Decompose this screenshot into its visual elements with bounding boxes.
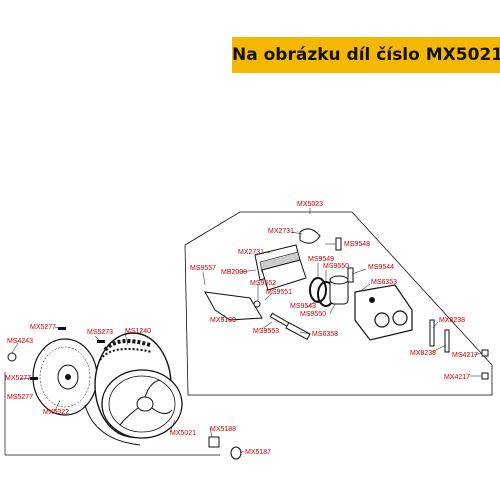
bolt-part bbox=[97, 340, 105, 343]
wheel-rim bbox=[84, 369, 183, 446]
label-mx2731-b: MX2731 bbox=[238, 249, 264, 256]
bolt-part bbox=[58, 327, 66, 330]
spacer-part bbox=[208, 436, 220, 448]
label-mx2731-a: MX2731 bbox=[268, 228, 294, 235]
label-ms5273: MS5273 bbox=[87, 329, 113, 336]
label-ms5277: MS5277 bbox=[7, 394, 33, 401]
label-ms9544: MS9544 bbox=[368, 264, 394, 271]
label-ms9550-b: MS9550 bbox=[300, 311, 326, 318]
bolt-part bbox=[30, 377, 38, 380]
label-mb2008: MB2008 bbox=[221, 269, 247, 276]
label-ms9543: MS9543 bbox=[290, 303, 316, 310]
cap-part bbox=[230, 446, 242, 460]
mounting-bolt bbox=[444, 329, 450, 353]
caliper-body bbox=[354, 284, 413, 341]
label-ms9551: MS9551 bbox=[266, 289, 292, 296]
bleed-screw bbox=[347, 267, 354, 283]
label-ms4243: MS4243 bbox=[7, 338, 33, 345]
label-mx8238-b: MX8238 bbox=[410, 350, 436, 357]
label-mx5021: MX5021 bbox=[170, 430, 196, 437]
caliper-group-frame bbox=[184, 211, 493, 396]
label-mx5277-a: MX5277 bbox=[30, 324, 56, 331]
label-ms4217-a: MS4217 bbox=[452, 352, 478, 359]
brake-disc bbox=[32, 338, 98, 416]
slide-pin bbox=[285, 322, 311, 340]
washer-part bbox=[253, 300, 261, 308]
caliper-bracket bbox=[204, 291, 263, 321]
label-mx5189: MX5189 bbox=[210, 317, 236, 324]
nut-part bbox=[7, 352, 17, 362]
label-ms6358: MS6358 bbox=[312, 331, 338, 338]
washer-part bbox=[481, 349, 489, 357]
washer-part bbox=[481, 372, 489, 380]
part-number-banner: Na obrázku díl číslo MX5021 bbox=[232, 37, 500, 73]
pistons bbox=[329, 275, 349, 305]
label-ms9549: MS9549 bbox=[308, 256, 334, 263]
label-ms9548: MS9548 bbox=[344, 241, 370, 248]
label-mx5188: MX5188 bbox=[210, 426, 236, 433]
label-mx4217-b: MX4217 bbox=[444, 374, 470, 381]
leader-lines bbox=[11, 208, 483, 454]
label-ms9557: MS9557 bbox=[190, 265, 216, 272]
brake-pads bbox=[254, 244, 307, 291]
label-mx8238-a: MX8238 bbox=[439, 317, 465, 324]
assembly-bracket-line bbox=[4, 372, 220, 456]
label-ms6353: MS6353 bbox=[371, 279, 397, 286]
label-ms9550-a: MS9550 bbox=[323, 263, 349, 270]
mounting-bolt bbox=[429, 319, 435, 347]
spring-clip bbox=[299, 228, 321, 244]
label-mx5022: MX5022 bbox=[43, 409, 69, 416]
label-mx5187: MX5187 bbox=[245, 449, 271, 456]
pad-pin bbox=[269, 312, 291, 328]
label-mx5023: MX5023 bbox=[297, 201, 323, 208]
label-ms9553: MS9553 bbox=[253, 328, 279, 335]
bleed-screw bbox=[335, 237, 342, 251]
label-ms9552: MS9552 bbox=[250, 280, 276, 287]
label-mx5277-b: MX5277 bbox=[5, 375, 31, 382]
label-ms1240: MS1240 bbox=[125, 328, 151, 335]
